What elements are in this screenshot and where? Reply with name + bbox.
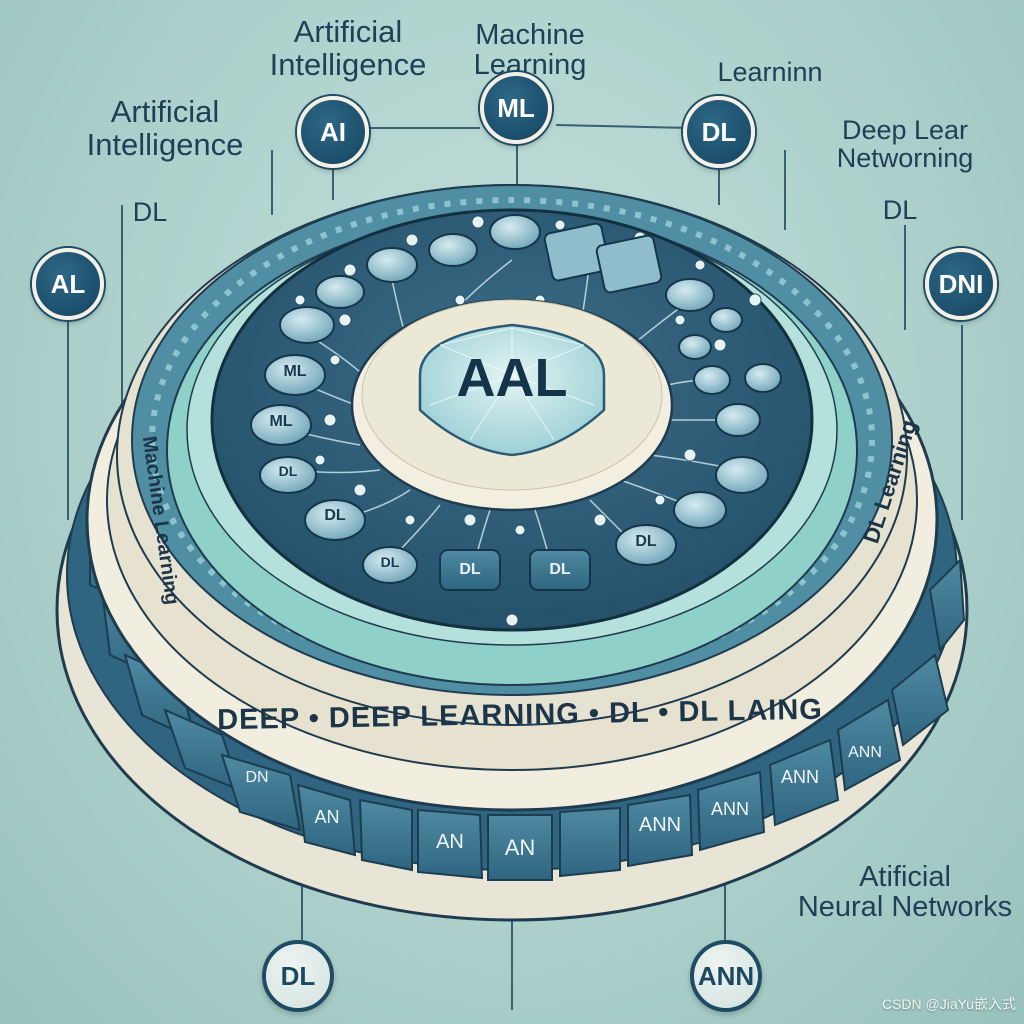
pod-label-dl-1: DL — [278, 463, 298, 479]
network-dots — [259, 215, 762, 627]
badge-dl-top: DL — [683, 96, 755, 168]
tile-label-ann-1: ANN — [638, 814, 682, 836]
badge-dni-right: DNI — [925, 248, 997, 320]
tile-label-ann-2: ANN — [710, 799, 749, 819]
pod-label-ml-1: ML — [283, 363, 307, 380]
label-learning: Learninn — [717, 57, 823, 87]
badge-dl-bottom: DL — [262, 940, 334, 1012]
tile-label-an-2: AN — [436, 831, 464, 853]
label-machine-learning: Machine Learning — [473, 19, 587, 82]
tile-label-ann-3: ANN — [780, 767, 819, 787]
pod-label-dl-4: DL — [459, 561, 481, 578]
label-artificial-intelligence-left: Artificial Intelligence — [86, 94, 244, 162]
label-artificial-neural-networks: Atificial Neural Networks — [797, 861, 1013, 924]
pod-label-dl-6: DL — [635, 533, 657, 550]
badge-al-left: AL — [32, 248, 104, 320]
core-label: AAL — [456, 348, 568, 408]
tile-label-an-1: AN — [314, 807, 340, 827]
tile-label-dn: DN — [245, 769, 269, 786]
label-artificial-intelligence-top: Artificial Intelligence — [269, 14, 427, 82]
pod-label-dl-2: DL — [324, 507, 346, 524]
watermark: CSDN @JiaYu嵌入式 — [881, 996, 1016, 1012]
pod-label-dl-3: DL — [380, 554, 400, 570]
tile-label-an-3: AN — [504, 835, 536, 860]
tile-label-ann-4: ANN — [848, 744, 882, 761]
core-gem — [418, 323, 606, 457]
label-dl-left: DL — [132, 197, 168, 227]
badge-ai: AI — [297, 96, 369, 168]
pod-label-dl-5: DL — [549, 561, 571, 578]
badge-ann-bottom: ANN — [690, 940, 762, 1012]
badge-ml: ML — [480, 72, 552, 144]
pod-label-ml-2: ML — [269, 413, 293, 430]
network-pods — [250, 214, 782, 591]
label-dl-right: DL — [882, 195, 918, 225]
label-deep-learning-networks: Deep Lear Networning — [836, 115, 974, 174]
